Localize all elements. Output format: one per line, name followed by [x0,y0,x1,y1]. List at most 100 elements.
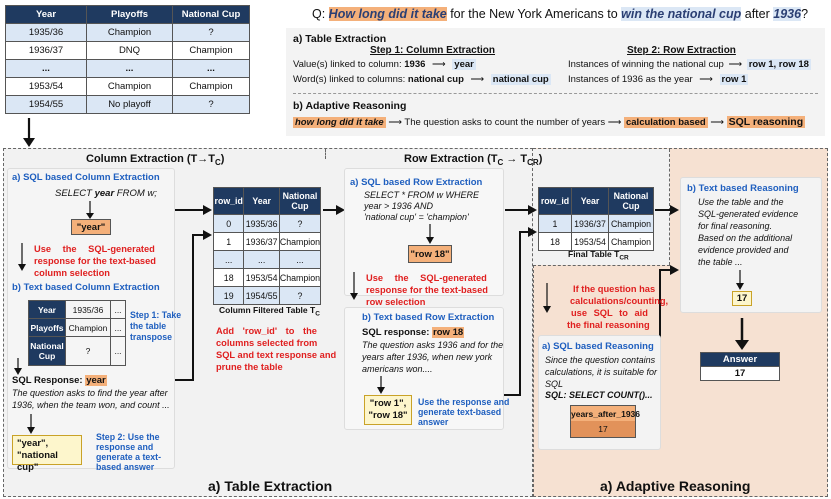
calc-note-2: calculations/counting, [570,296,669,306]
row-reason-line-2: years after 1936, when new york [362,352,493,362]
top-section-a-title: a) Table Extraction [293,33,387,45]
subscript: CR [527,158,539,168]
text-reasoning-panel [680,177,822,313]
table-cell: 1 [538,214,572,233]
step2-note-3: generate a text- [96,452,162,462]
table-cell: 19 [212,286,245,305]
question-part: after [741,7,774,21]
subscript: CR [619,254,629,262]
down-arrow-icon [735,318,749,350]
frame-divider [325,149,326,159]
table-cell: 1936/37 [571,214,609,233]
down-arrow-icon [377,376,385,394]
down-arrow-icon [736,270,744,290]
text-reasoning-value: 17 [732,291,752,306]
down-arrow-icon [426,224,434,244]
table-cell: ... [243,250,280,269]
down-arrow-icon [543,283,551,313]
table-cell: ... [110,336,126,366]
footer-table-extraction: a) Table Extraction [208,478,333,494]
row-answer-box: "row 1", "row 18" [364,395,412,425]
right-arrow-icon: ⟶ [607,117,622,128]
sql-row-result: "row 18" [408,245,452,263]
sql-column-result: "year" [71,219,111,235]
source-table: Year Playoffs National Cup 1935/36 Champ… [5,5,250,114]
text-reasoning-line-2: SQL-generated evidence [698,209,799,219]
title-end: ) [538,153,543,165]
row-reason-line-3: americans won.... [362,364,433,374]
values-linked-label: Value(s) linked to column: [293,59,405,70]
column-answer-line: "national cup" [17,450,58,473]
question-highlight-duration: How long did it take [328,7,447,21]
calc-note-4: the final reasoning [567,320,650,330]
step1-note-1: Step 1: Take [130,310,182,320]
subscript: C [214,158,221,168]
table-cell: Year [28,300,66,319]
question-part: for the New York Americans to [446,7,622,21]
table-row: 1954/55 No playoff ? [5,95,250,114]
step1-note-2: the table [130,321,167,331]
sql-code-year: year [94,188,115,199]
column-answer-line: "year", [17,438,49,449]
sql-response-col: SQL Response: year [12,375,107,386]
chain-question-tag: how long did it take [293,117,386,128]
col-reason-line-1: The question asks to find the year after [12,388,168,398]
filtered-header: row_id [212,187,245,215]
table-row: 1936/37 DNQ Champion [5,41,250,60]
question-text: Q: How long did it take for the New York… [312,7,808,21]
final-header: row_id [538,187,572,215]
table-cell: 1954/55 [243,286,280,305]
add-rowid-note-2: columns selected from [216,338,318,348]
table-row: 18 1953/54 Champion [212,268,322,287]
text-column-extraction-title: b) Text based Column Extraction [12,282,160,293]
table-cell: 18 [212,268,245,287]
table-row: 1 1936/37 Champion [538,214,654,233]
row-use-resp-2: generate text-based [418,407,502,417]
table-row: 19 1954/55 ? [212,286,322,305]
instances-1936-line: Instances of 1936 as the year ⟶ row 1 [568,74,749,85]
row-extraction-title: Row Extraction (TC → TCR) [404,153,542,167]
use-sql-row-note-1: Use the SQL-generated [366,273,487,283]
sql-row-extraction-title: a) SQL based Row Extraction [350,177,483,188]
down-arrow-icon [86,201,94,219]
table-cell: Champion [278,232,322,251]
row-use-resp-1: Use the response and [418,397,510,407]
chain-calc-tag: calculation based [623,117,708,128]
table-cell: ? [278,286,322,305]
column-filtered-table: row_id Year National Cup 0 1935/36 ? 1 1… [212,187,322,305]
table-row: ... ... ... [212,250,322,269]
answer-value: 17 [700,366,780,381]
use-sql-column-note-3: column selection [34,268,110,278]
use-sql-column-note-2: response for the text-based [34,256,156,266]
table-cell: 1936/37 [243,232,280,251]
use-sql-row-note-3: row selection [366,297,426,307]
table-cell: ? [278,214,322,233]
value-1936: 1936 [404,59,426,70]
words-linked-line: Word(s) linked to columns: national cup … [293,74,551,85]
sql-response-label: SQL Response: [12,375,86,386]
top-section-b-title: b) Adaptive Reasoning [293,100,407,112]
sql-response-value: row 18 [432,327,465,338]
caption-text: Column Filtered Table T [219,305,316,315]
down-arrow-icon [350,272,358,300]
transpose-table: Year 1935/36 ... Playoffs Champion ... N… [28,300,126,366]
step1-title: Step 1: Column Extraction [370,45,496,56]
column-year-tag: year [452,59,476,70]
column-extraction-title: Column Extraction (T→TC) [86,153,224,167]
right-arrow-icon: ⟶ [388,117,402,128]
table-cell: ... [110,318,126,337]
sql-response-label: SQL response: [362,327,433,338]
caption-text: Final Table T [568,249,620,259]
question-highlight-year: 1936 [773,7,802,21]
table-cell: Champion [172,41,250,60]
row-1-tag: row 1 [719,74,749,85]
table-cell: ? [65,336,111,366]
down-arrow-icon [18,243,26,271]
frame-divider [533,265,534,497]
word-national-cup: national cup [407,74,464,85]
table-row: 0 1935/36 ? [212,214,322,233]
table-row: National Cup ? ... [28,336,126,366]
text-reasoning-line-3: for final reasoning. [698,221,773,231]
right-arrow-icon: ⟶ [432,59,446,70]
table-cell: 1953/54 [243,268,280,287]
